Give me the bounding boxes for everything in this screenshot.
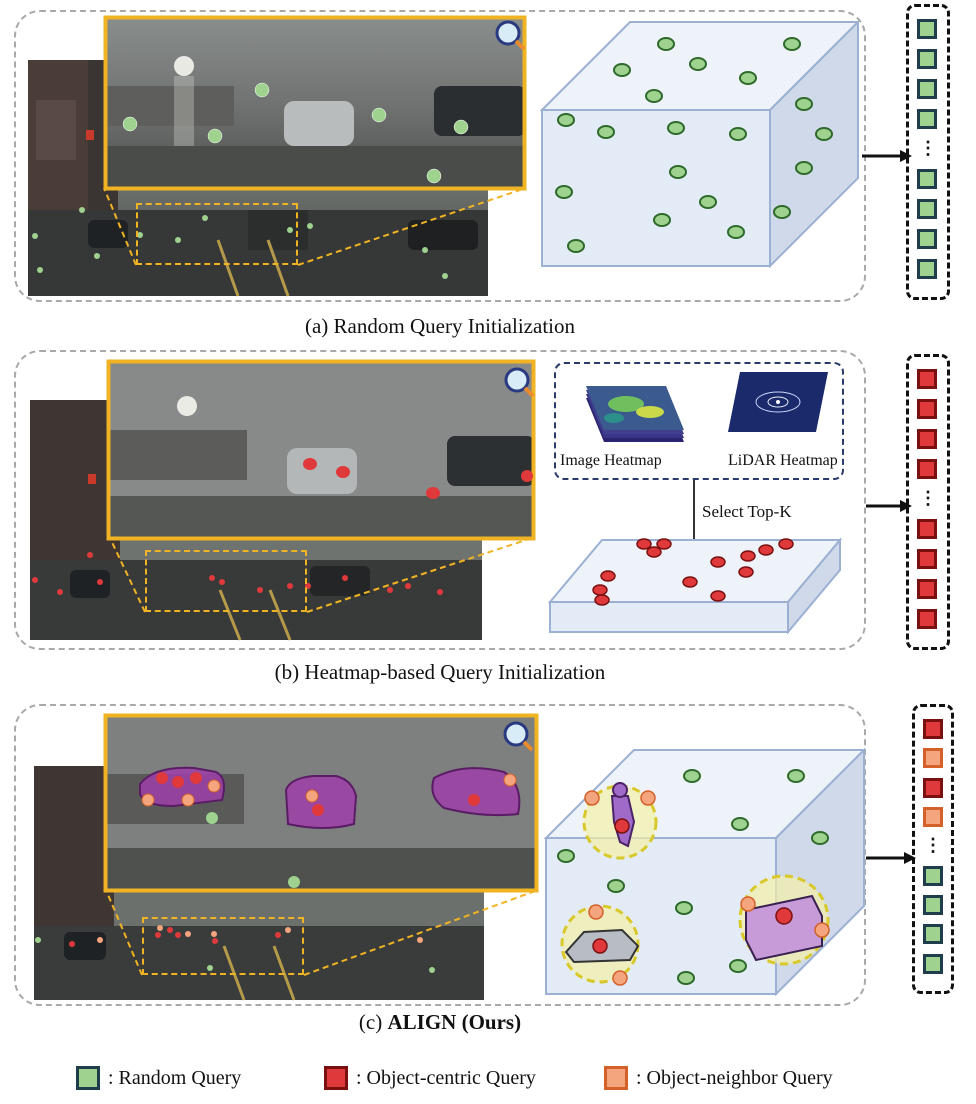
query-token-red — [917, 459, 937, 479]
legend-object-centric-label: : Object-centric Query — [356, 1067, 536, 1089]
query-token-green — [917, 79, 937, 99]
image-heatmap-stack — [586, 386, 684, 442]
lidar-heatmap-label: LiDAR Heatmap — [728, 452, 838, 469]
bev-cube-a — [539, 19, 861, 269]
lidar-heatmap — [728, 372, 828, 432]
query-token-red — [917, 399, 937, 419]
query-token-red — [917, 609, 937, 629]
image-heatmap-label: Image Heatmap — [560, 452, 662, 469]
query-token-red — [923, 777, 943, 798]
magnifier-icon — [504, 367, 535, 398]
query-token-red — [923, 719, 943, 739]
query-column-c: ⋮ — [912, 704, 954, 994]
zoomed-view-c — [103, 713, 539, 893]
query-token-green — [923, 865, 943, 886]
caption-a-text: Random Query Initialization — [333, 314, 575, 338]
caption-b-prefix: (b) — [274, 660, 300, 684]
street-scene-a — [28, 60, 488, 297]
query-token-red — [917, 369, 937, 389]
query-token-green — [917, 229, 937, 249]
pedestrian-icon — [582, 782, 658, 860]
query-token-green — [923, 895, 943, 915]
caption-a: (a) Random Query Initialization — [0, 314, 880, 339]
car-icon — [560, 904, 640, 986]
query-ellipsis: ⋮ — [919, 138, 937, 158]
query-token-red — [917, 579, 937, 599]
query-ellipsis: ⋮ — [919, 488, 937, 508]
legend-object-centric-swatch — [324, 1066, 348, 1090]
bev-slab-b — [547, 537, 843, 635]
legend-random-swatch — [76, 1066, 100, 1090]
caption-c-text: ALIGN (Ours) — [387, 1010, 522, 1034]
query-token-orange — [923, 807, 943, 827]
query-column-a: ⋮ — [906, 4, 950, 300]
bev-cube-c — [543, 747, 867, 997]
magnifier-icon — [495, 20, 526, 51]
caption-b-text: Heatmap-based Query Initialization — [304, 660, 606, 684]
query-token-green — [923, 924, 943, 945]
query-token-red — [917, 549, 937, 569]
zoom-box-c — [142, 917, 304, 975]
query-token-green — [923, 953, 943, 974]
caption-c: (c) ALIGN (Ours) — [0, 1010, 880, 1035]
bus-icon — [738, 874, 830, 966]
select-topk-label: Select Top-K — [702, 502, 792, 521]
query-token-green — [917, 259, 937, 279]
legend-random-label: : Random Query — [108, 1067, 242, 1089]
query-column-b: ⋮ — [906, 354, 950, 650]
heatmaps-box — [554, 362, 844, 480]
query-ellipsis: ⋮ — [924, 835, 942, 856]
legend-object-neighbor-label: : Object-neighbor Query — [636, 1067, 833, 1089]
query-token-green — [917, 199, 937, 219]
query-token-green — [917, 169, 937, 189]
caption-c-prefix: (c) — [358, 1010, 383, 1034]
zoomed-view-b — [106, 359, 536, 541]
magnifier-icon — [503, 721, 534, 752]
panel-heatmap-init — [14, 350, 866, 650]
zoomed-view-a — [103, 15, 527, 191]
query-token-orange — [923, 748, 943, 769]
query-token-green — [917, 19, 937, 39]
legend-object-neighbor-swatch — [604, 1066, 628, 1090]
query-token-red — [917, 519, 937, 539]
query-token-red — [917, 429, 937, 449]
caption-b: (b) Heatmap-based Query Initialization — [0, 660, 880, 685]
query-token-green — [917, 109, 937, 129]
zoom-box-b — [145, 550, 307, 612]
query-token-green — [917, 49, 937, 69]
zoom-box-a — [136, 203, 298, 265]
caption-a-prefix: (a) — [304, 314, 329, 338]
